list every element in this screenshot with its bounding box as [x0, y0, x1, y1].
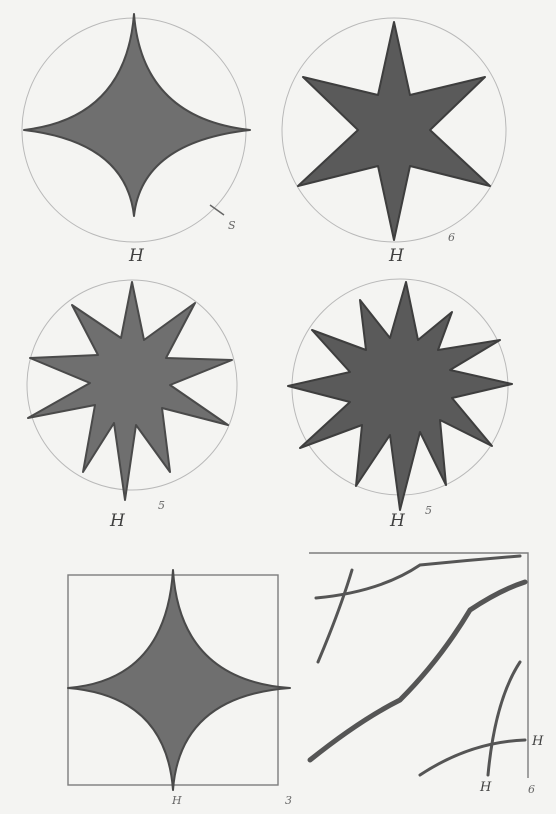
figure-mark: 6	[528, 784, 535, 795]
figure-mark: 3	[285, 795, 292, 806]
figure-square-astroid	[68, 570, 290, 790]
figure-mark: S	[228, 220, 236, 231]
curve-bottom	[420, 740, 525, 775]
figure-label-right: H	[532, 735, 543, 748]
figure-mark: 6	[448, 232, 455, 243]
figure-label-bottom: H	[480, 781, 491, 794]
figure-label: H	[110, 513, 125, 530]
figure-mark: 5	[158, 500, 165, 511]
figure-mark: 5	[425, 505, 432, 516]
figure-10-point-star	[27, 280, 237, 500]
astroid-shape	[24, 14, 250, 216]
star-shape	[288, 282, 512, 510]
figure-4-point-star	[22, 14, 250, 242]
star-shape	[298, 22, 490, 240]
figure-label: H	[390, 513, 405, 530]
star-shape	[28, 282, 232, 500]
figure-curve-plot	[309, 553, 528, 778]
curve-bottom-right	[488, 662, 520, 775]
figure-6-point-star	[282, 18, 506, 242]
figure-label: H	[172, 795, 182, 806]
figure-12-point-star	[288, 279, 512, 510]
astroid-shape	[68, 570, 290, 790]
figure-label: H	[389, 248, 404, 265]
curve-top-left	[318, 570, 352, 662]
figure-label: H	[129, 248, 144, 265]
